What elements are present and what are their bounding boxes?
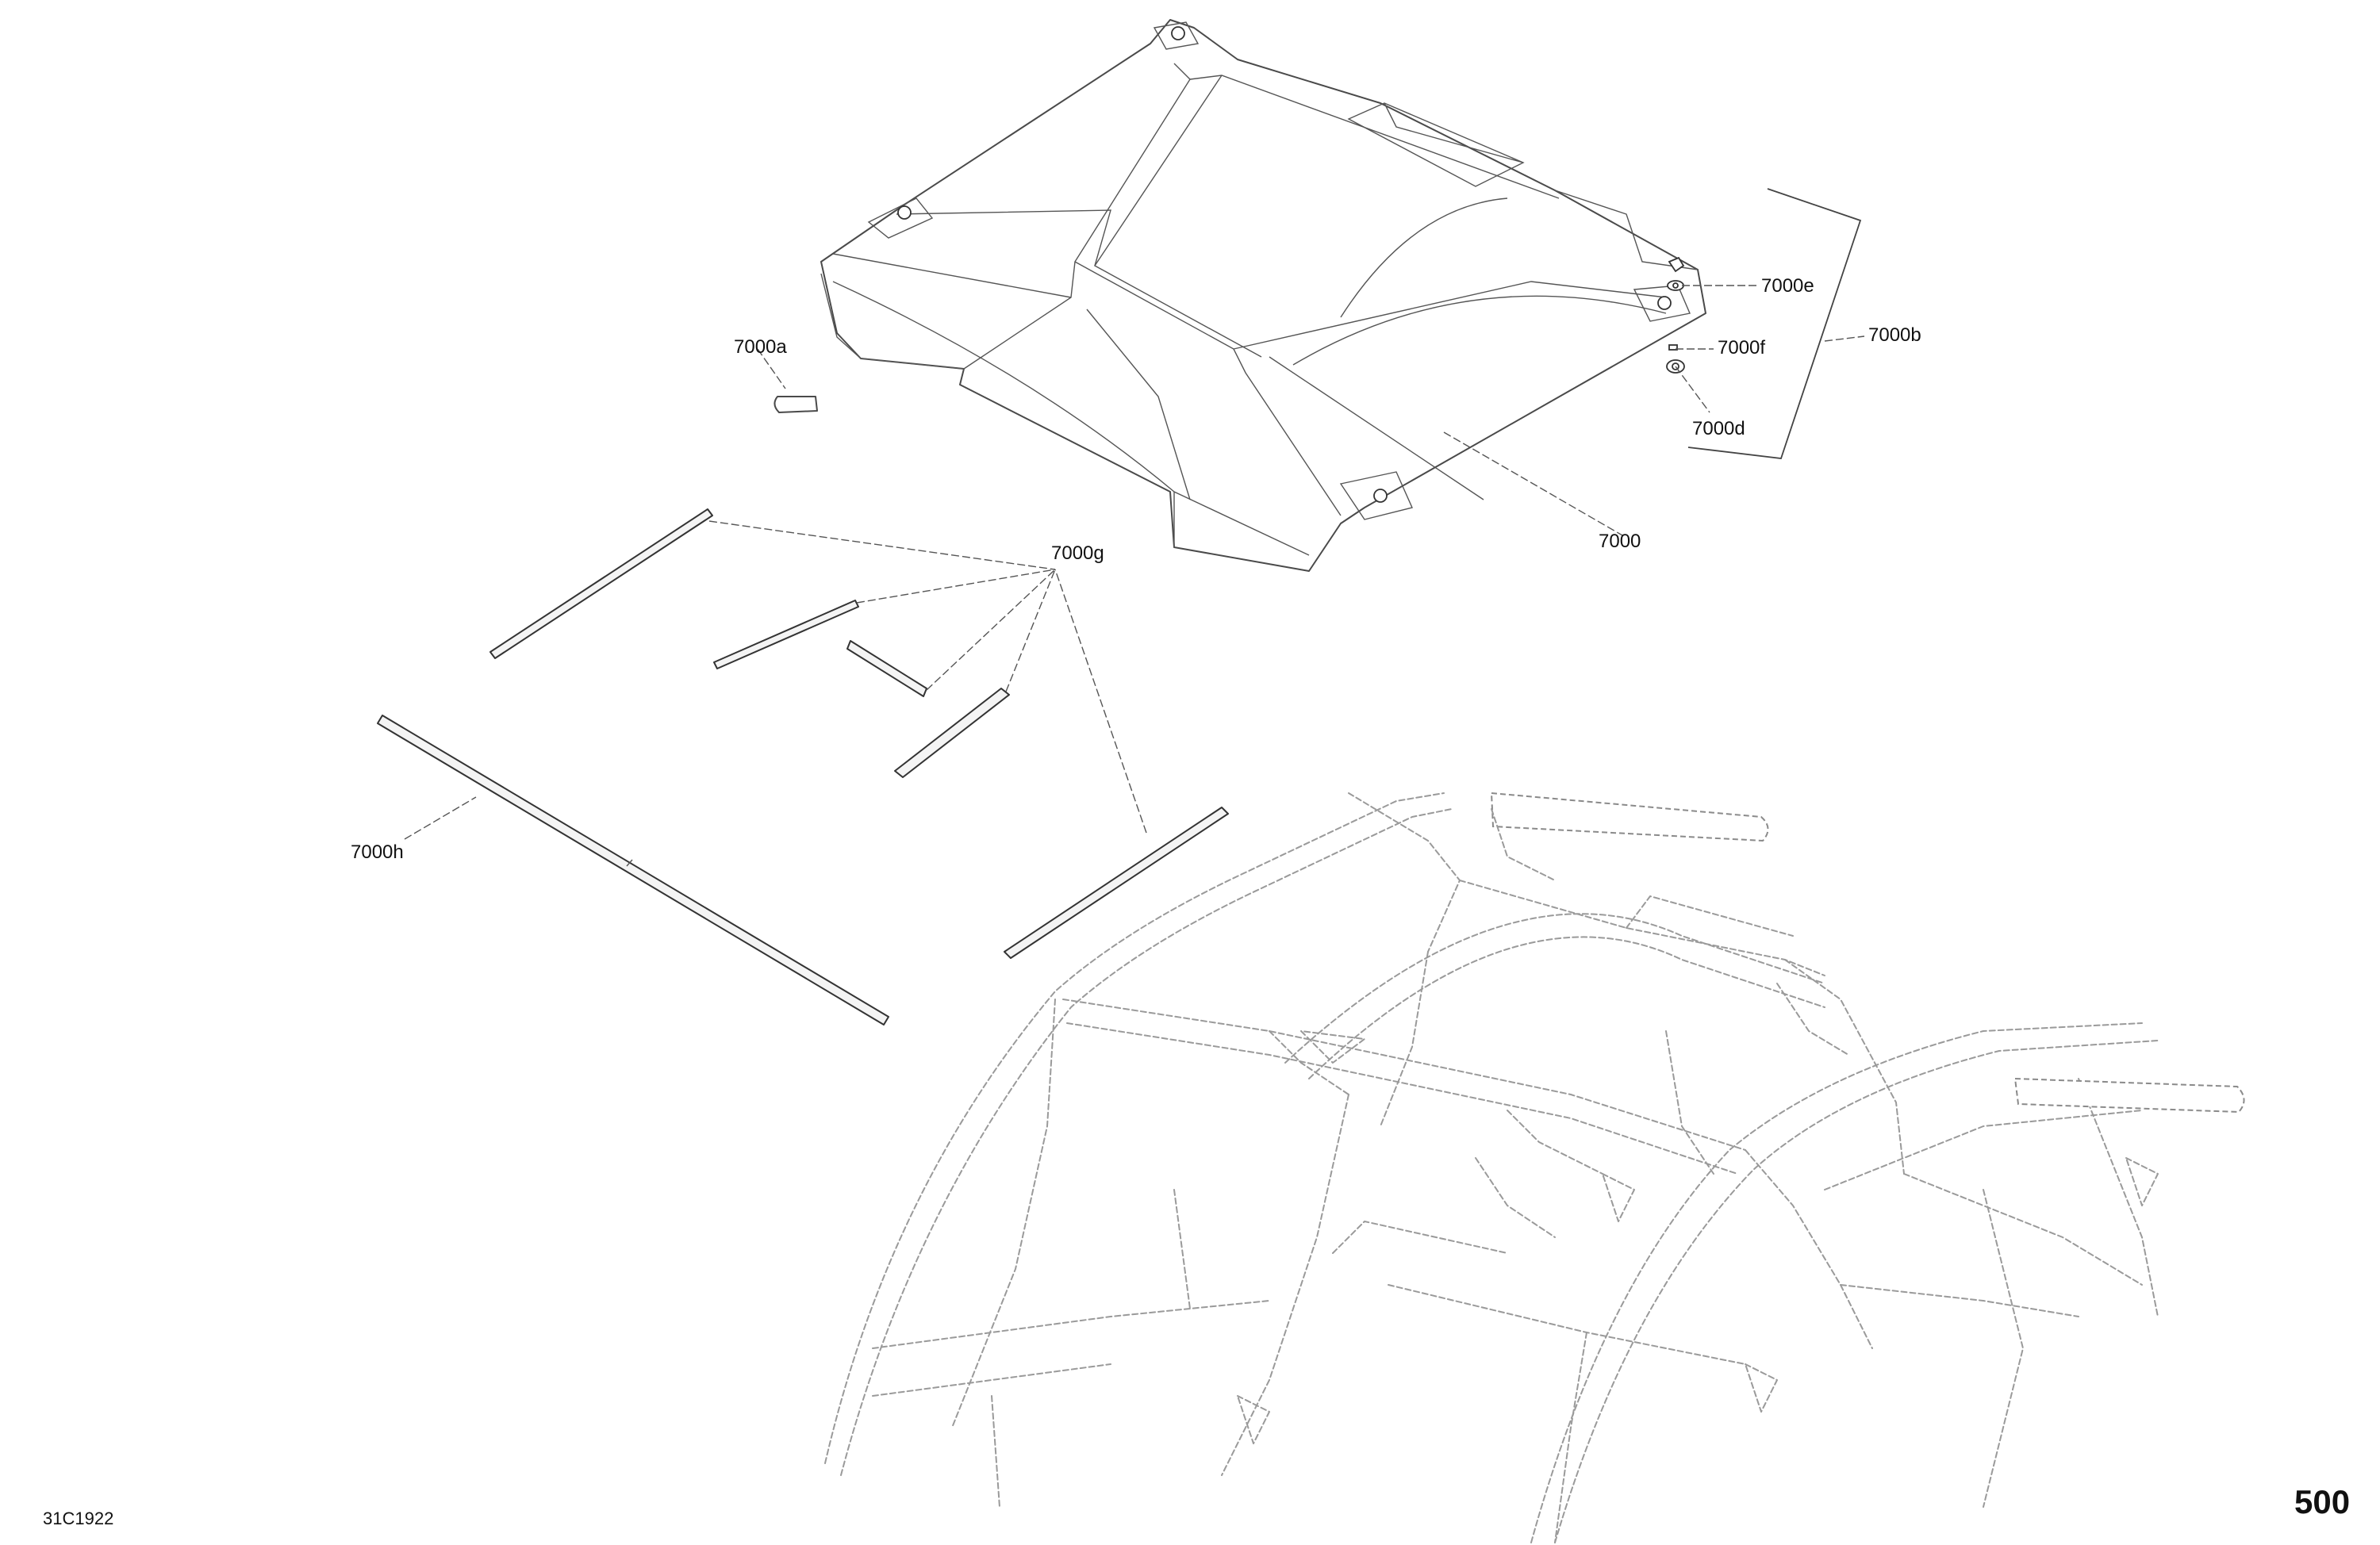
- callout-7000g: 7000g: [1051, 542, 1104, 564]
- callout-7000b: 7000b: [1868, 324, 1921, 346]
- leader-lines: [404, 285, 1865, 840]
- group-bracket-7000b: [1687, 188, 1862, 459]
- callout-7000d: 7000d: [1692, 418, 1745, 439]
- pin-7000f: [1668, 344, 1678, 351]
- drawing-id: 31C1922: [43, 1509, 113, 1528]
- callout-7000a: 7000a: [734, 336, 787, 358]
- callout-7000f: 7000f: [1718, 337, 1765, 358]
- roof-panel: [820, 19, 1706, 572]
- callout-7000: 7000: [1599, 531, 1641, 552]
- grommet-7000a: [774, 396, 818, 413]
- seal-strips: [377, 508, 1229, 1026]
- vehicle-frame: [824, 792, 2245, 1543]
- callout-7000e: 7000e: [1761, 275, 1814, 297]
- page-number: 500: [2294, 1483, 2350, 1520]
- screw-head: [1668, 256, 1685, 273]
- callout-7000h: 7000h: [351, 842, 404, 863]
